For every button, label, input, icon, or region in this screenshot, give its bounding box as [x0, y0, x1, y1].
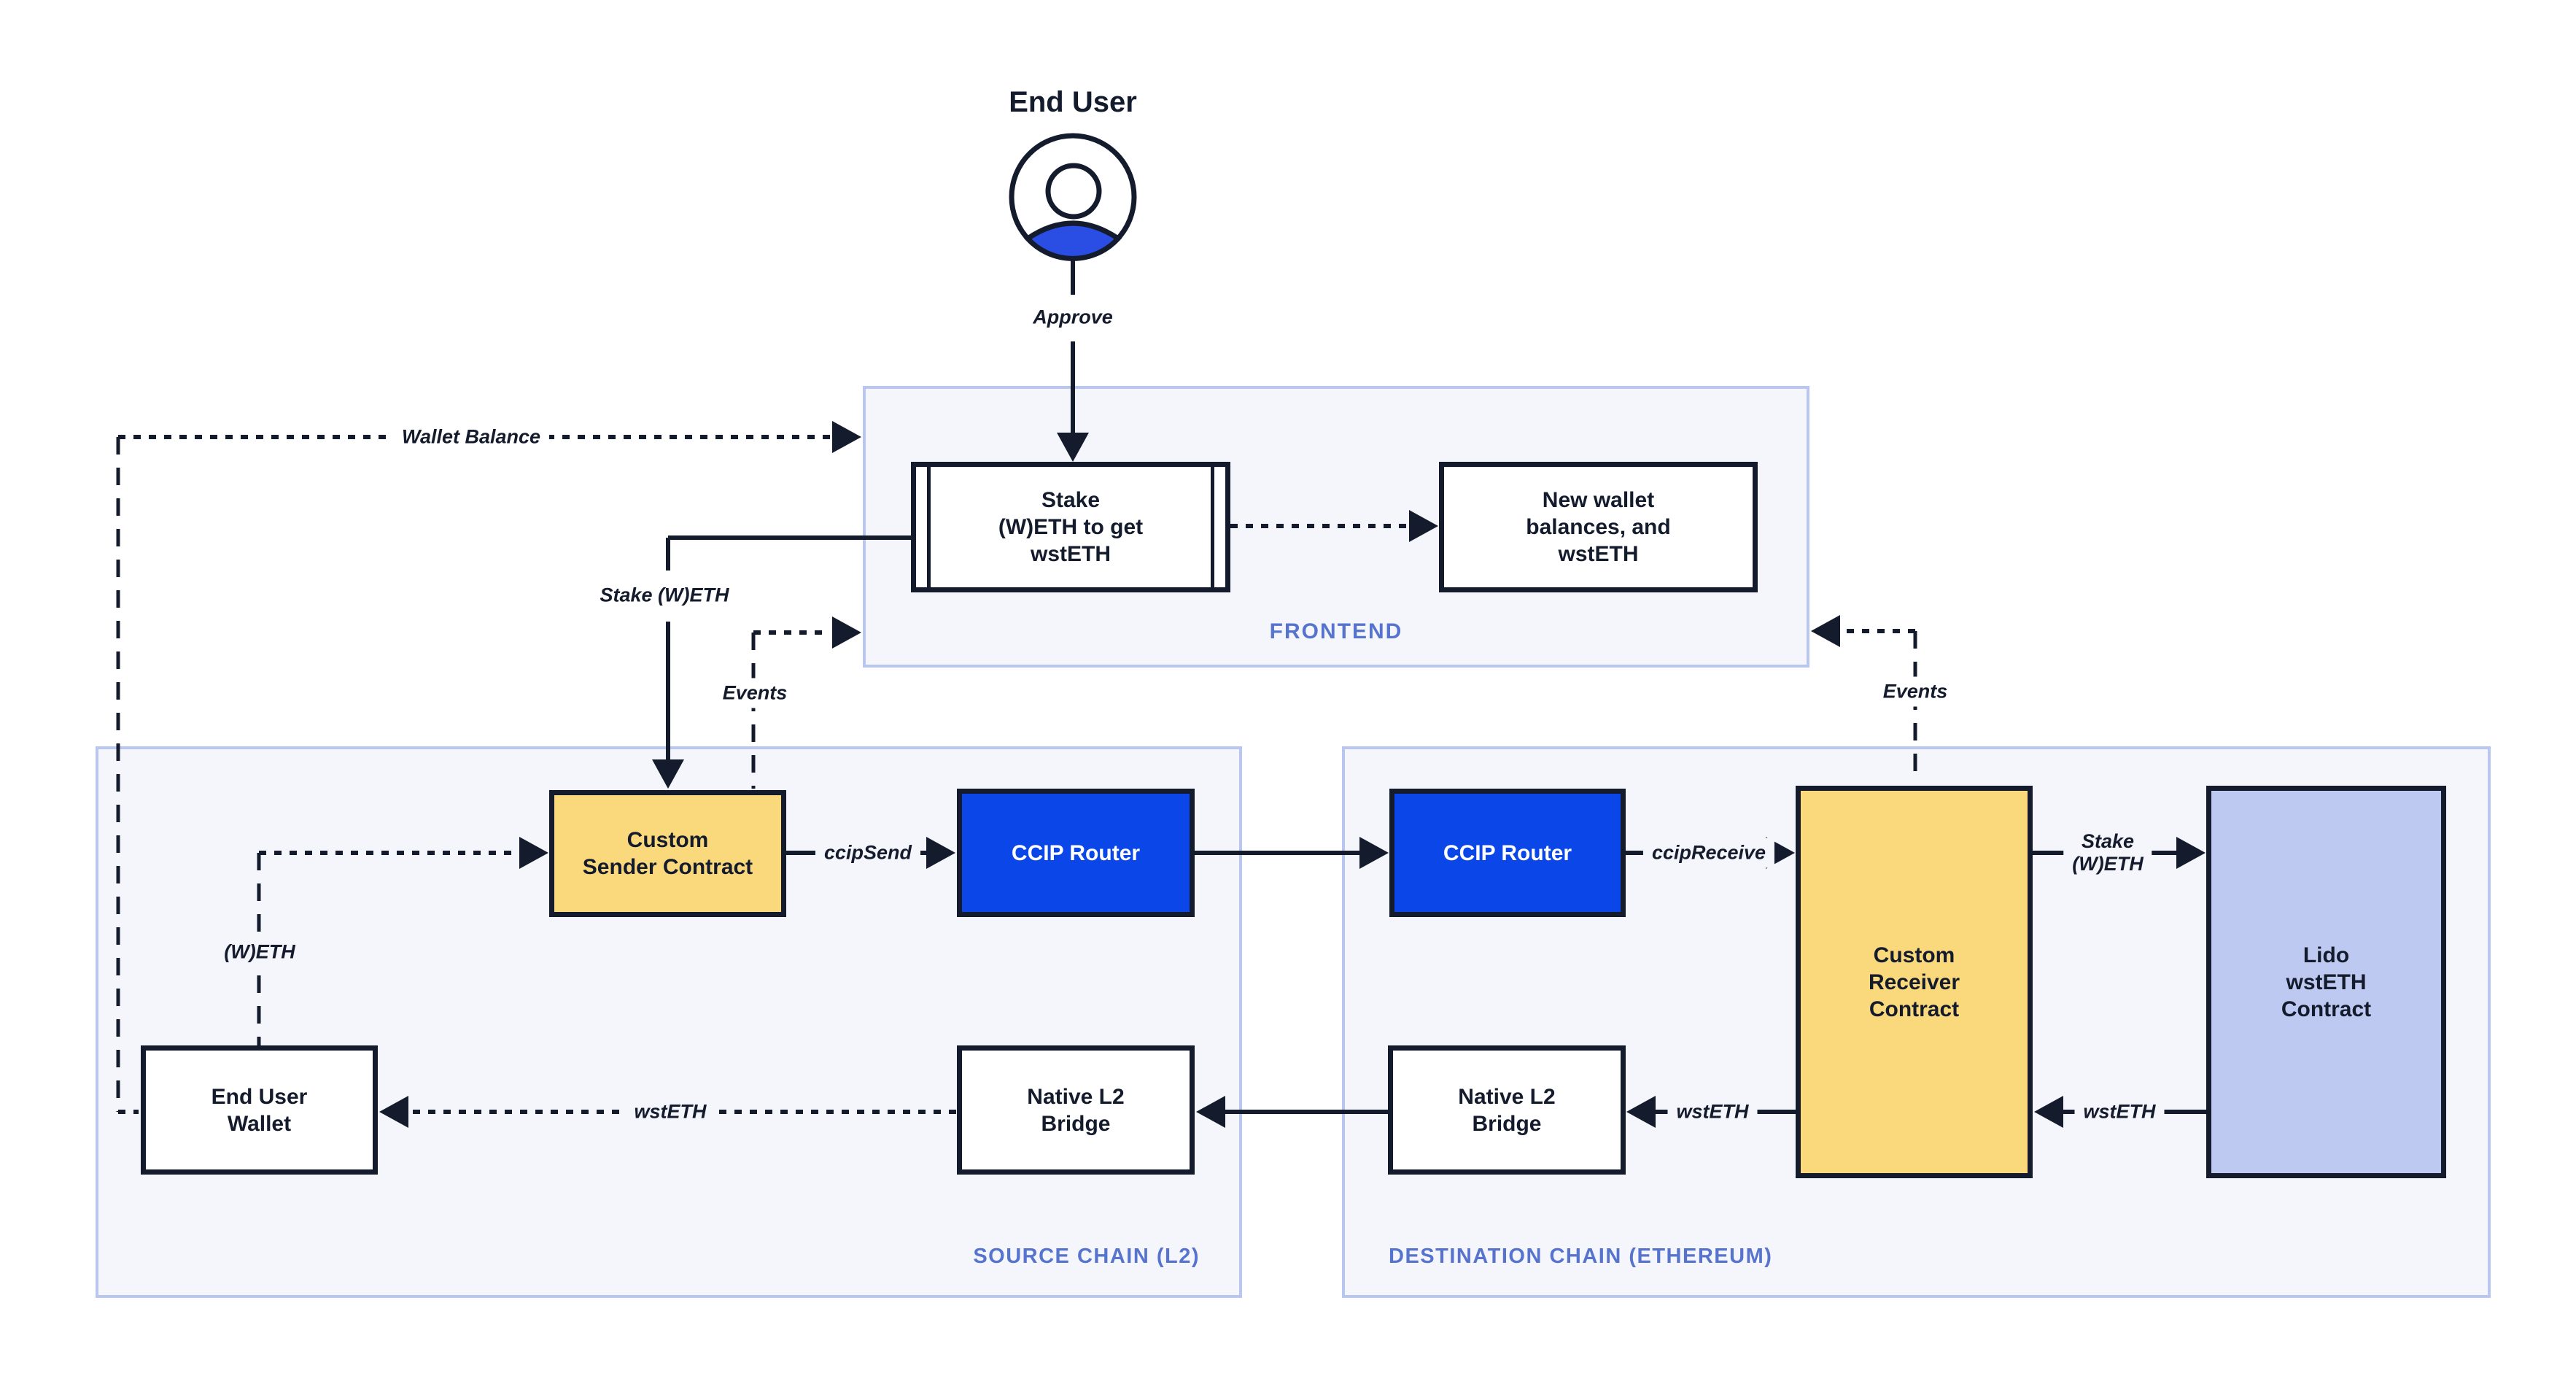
custom-receiver-line: Receiver	[1868, 970, 1960, 994]
ccip-send-label: ccipSend	[815, 838, 921, 868]
stake-box: Stake (W)ETH to get wstETH	[911, 462, 1230, 592]
wsteth-lido-to-receiver-label: wstETH	[2074, 1097, 2165, 1127]
new-wallet-box-line: balances, and	[1526, 515, 1671, 539]
destination-chain-panel-label: DESTINATION CHAIN (ETHEREUM)	[1389, 1245, 1773, 1268]
edge-bridge-to-bridge	[1196, 1096, 1388, 1128]
frontend-panel-label: FRONTEND	[1269, 619, 1403, 643]
ccip-router-source-box: CCIP Router	[957, 789, 1195, 917]
native-l2-bridge-destination-line: Bridge	[1472, 1111, 1542, 1136]
native-l2-bridge-source-box: Native L2 Bridge	[957, 1045, 1195, 1175]
new-wallet-box-line: New wallet	[1542, 488, 1655, 512]
native-l2-bridge-source-line: Native L2	[1027, 1084, 1125, 1109]
ccip-receive-label: ccipReceive	[1642, 838, 1775, 868]
end-user-title: End User	[1009, 86, 1137, 118]
events-right-label: Events	[1874, 676, 1957, 707]
edge-router-to-router	[1195, 837, 1389, 869]
end-user-icon	[1009, 133, 1137, 261]
custom-sender-line: Sender Contract	[582, 855, 753, 879]
lido-contract-line: Contract	[2281, 997, 2372, 1021]
weth-label: (W)ETH	[215, 937, 304, 967]
approve-label: Approve	[1024, 302, 1122, 333]
edge-weth-to-sender-arrow	[259, 837, 548, 869]
end-user-wallet-box: End User Wallet	[141, 1045, 378, 1175]
edge-approve	[1057, 258, 1089, 462]
stake-weth-dest-label: Stake (W)ETH	[2063, 827, 2152, 879]
ccip-router-source-label: CCIP Router	[1011, 840, 1141, 865]
wsteth-receiver-to-bridge-label: wstETH	[1667, 1097, 1758, 1127]
end-user-wallet-line: End User	[211, 1084, 308, 1109]
lido-contract-line: Lido	[2303, 943, 2350, 967]
native-l2-bridge-source-line: Bridge	[1041, 1111, 1111, 1136]
custom-receiver-contract-box: Custom Receiver Contract	[1796, 786, 2033, 1178]
new-wallet-box-line: wstETH	[1558, 542, 1639, 566]
edge-events-right-arrow	[1811, 615, 1915, 647]
stake-weth-dest-line: Stake	[2081, 830, 2135, 852]
end-user-wallet-line: Wallet	[227, 1111, 292, 1136]
custom-receiver-line: Contract	[1869, 997, 1960, 1021]
wsteth-bridge-to-wallet-label: wstETH	[625, 1097, 715, 1127]
new-wallet-box: New wallet balances, and wstETH	[1439, 462, 1758, 592]
events-left-label: Events	[713, 678, 796, 708]
lido-wsteth-contract-box: Lido wstETH Contract	[2206, 786, 2446, 1178]
edge-events-left-arrow	[753, 616, 861, 649]
custom-sender-contract-box: Custom Sender Contract	[549, 790, 786, 917]
custom-receiver-line: Custom	[1873, 943, 1955, 967]
wallet-balance-label: Wallet Balance	[392, 422, 550, 452]
source-chain-panel-label: SOURCE CHAIN (L2)	[973, 1245, 1200, 1268]
stake-weth-dest-line: (W)ETH	[2072, 853, 2144, 875]
edge-stake-to-newwallet	[1230, 510, 1438, 542]
native-l2-bridge-destination-box: Native L2 Bridge	[1388, 1045, 1626, 1175]
edge-wsteth-bridge-to-wallet	[379, 1096, 956, 1128]
stake-box-line: Stake	[1041, 488, 1101, 512]
stake-weth-label: Stake (W)ETH	[591, 580, 738, 611]
edge-stake-weth-to-sender	[652, 535, 911, 789]
ccip-router-destination-label: CCIP Router	[1443, 840, 1572, 865]
native-l2-bridge-destination-line: Native L2	[1458, 1084, 1556, 1109]
stake-box-line: (W)ETH to get	[998, 515, 1144, 539]
custom-sender-line: Custom	[626, 828, 709, 852]
ccip-router-destination-box: CCIP Router	[1389, 789, 1626, 917]
lido-contract-line: wstETH	[2286, 970, 2367, 994]
stake-box-line: wstETH	[1030, 542, 1111, 566]
